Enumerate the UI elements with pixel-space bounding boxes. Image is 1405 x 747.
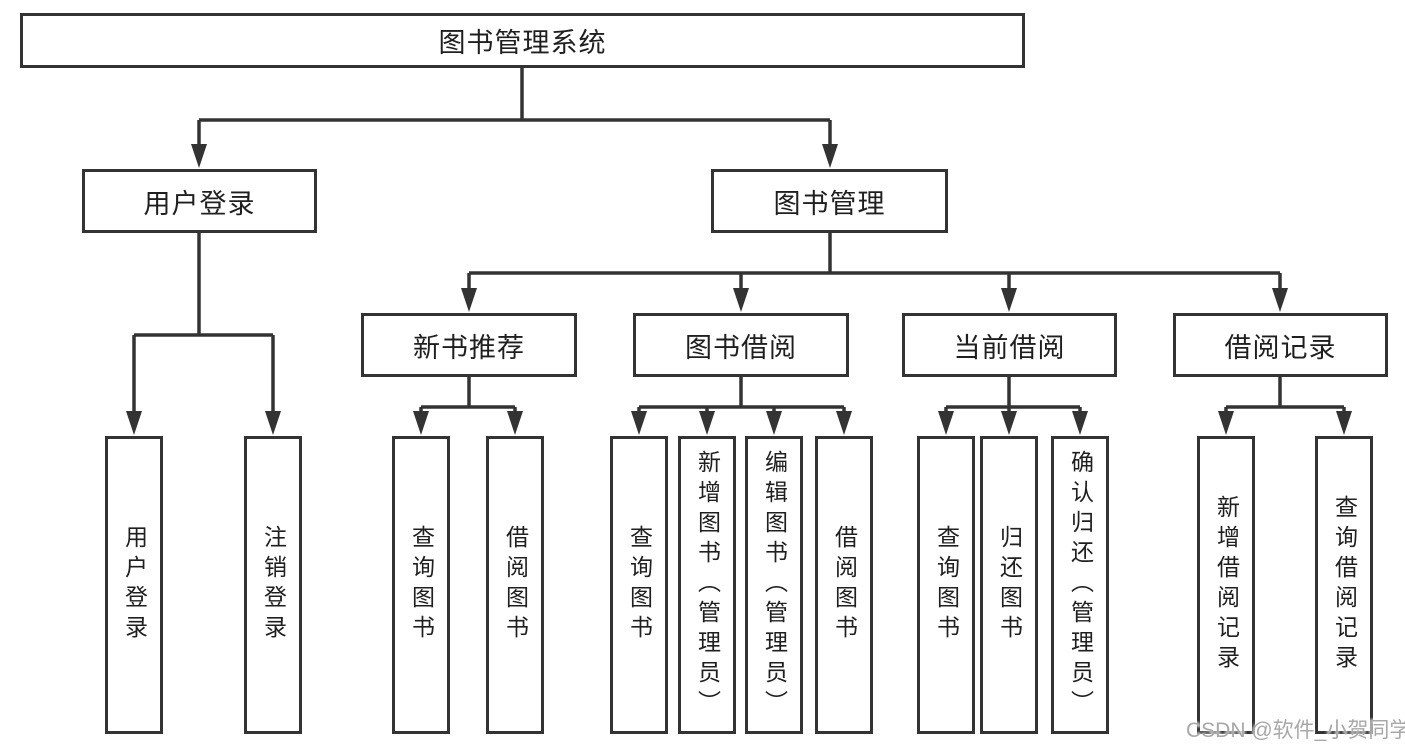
arrow-down-icon (413, 411, 429, 435)
leaf-borrow-books-borrowing: 借阅图书 (815, 436, 873, 734)
node-label: 查询图书 (933, 525, 960, 645)
node-current-borrowing: 当前借阅 (902, 313, 1117, 377)
leaf-edit-books-admin: 编辑图书（管理员） (745, 436, 803, 734)
arrow-down-icon (733, 288, 749, 312)
leaf-query-books-current: 查询图书 (917, 436, 975, 734)
edge-user-login-to-leaves (132, 233, 275, 414)
leaf-add-books-admin: 新增图书（管理员） (678, 436, 736, 734)
node-label: 确认归还（管理员） (1067, 450, 1094, 720)
arrowhead-icons (126, 144, 1352, 435)
arrow-down-icon (938, 411, 954, 435)
leaf-add-borrow-record: 新增借阅记录 (1197, 436, 1255, 734)
node-label: 查询图书 (408, 525, 435, 645)
node-label: 图书管理系统 (438, 28, 607, 58)
node-label: 注销登录 (260, 525, 287, 645)
node-label: 新增借阅记录 (1213, 495, 1240, 675)
node-label: 借阅记录 (1224, 332, 1337, 363)
node-book-management: 图书管理 (711, 169, 948, 233)
node-label: 图书管理 (773, 188, 886, 219)
csdn-watermark: CSDN @软件_小贺同学 (1186, 719, 1405, 742)
arrow-down-icon (631, 411, 647, 435)
leaf-logout: 注销登录 (244, 436, 302, 734)
node-label: 归还图书 (996, 525, 1023, 645)
node-label: 借阅图书 (831, 525, 858, 645)
edge-borrow-records-to-leaves (1224, 377, 1346, 414)
arrow-down-icon (265, 411, 281, 435)
node-book-borrowing: 图书借阅 (633, 313, 849, 377)
arrow-down-icon (1272, 288, 1288, 312)
arrow-down-icon (822, 144, 838, 168)
arrow-down-icon (1218, 411, 1234, 435)
arrow-down-icon (507, 411, 523, 435)
arrow-down-icon (1336, 411, 1352, 435)
edge-new-book-rec-to-leaves (419, 377, 517, 414)
node-label: 编辑图书（管理员） (761, 450, 788, 720)
edge-root-to-level2 (197, 68, 832, 147)
node-label: 查询借阅记录 (1331, 495, 1358, 675)
node-user-login: 用户登录 (82, 169, 317, 233)
arrow-down-icon (1001, 288, 1017, 312)
arrow-down-icon (191, 144, 207, 168)
node-label: 新增图书（管理员） (694, 450, 721, 720)
node-new-book-recommend: 新书推荐 (361, 313, 577, 377)
arrow-down-icon (126, 411, 142, 435)
node-label: 新书推荐 (413, 332, 525, 363)
tree-edges (132, 68, 1346, 414)
arrow-down-icon (1001, 411, 1017, 435)
arrow-down-icon (836, 411, 852, 435)
arrow-down-icon (766, 411, 782, 435)
leaf-confirm-return-admin: 确认归还（管理员） (1051, 436, 1109, 734)
leaf-borrow-books-recommend: 借阅图书 (486, 436, 544, 734)
node-borrow-records: 借阅记录 (1173, 313, 1388, 377)
leaf-query-books-borrowing: 查询图书 (610, 436, 668, 734)
node-label: 用户登录 (121, 525, 148, 645)
leaf-user-login: 用户登录 (105, 436, 163, 734)
node-label: 借阅图书 (502, 525, 529, 645)
node-label: 查询图书 (626, 525, 653, 645)
node-label: 用户登录 (143, 188, 256, 219)
edge-current-borrow-to-leaves (944, 377, 1082, 414)
node-label: 图书借阅 (685, 332, 797, 363)
leaf-query-borrow-record: 查询借阅记录 (1315, 436, 1373, 734)
arrow-down-icon (1072, 411, 1088, 435)
arrow-down-icon (699, 411, 715, 435)
node-library-system: 图书管理系统 (20, 13, 1025, 68)
edge-book-mgmt-to-level3 (467, 233, 1282, 291)
node-label: 当前借阅 (953, 332, 1066, 363)
arrow-down-icon (461, 288, 477, 312)
leaf-return-books: 归还图书 (980, 436, 1038, 734)
leaf-query-books-recommend: 查询图书 (392, 436, 450, 734)
edge-book-borrowing-to-leaves (637, 377, 846, 414)
